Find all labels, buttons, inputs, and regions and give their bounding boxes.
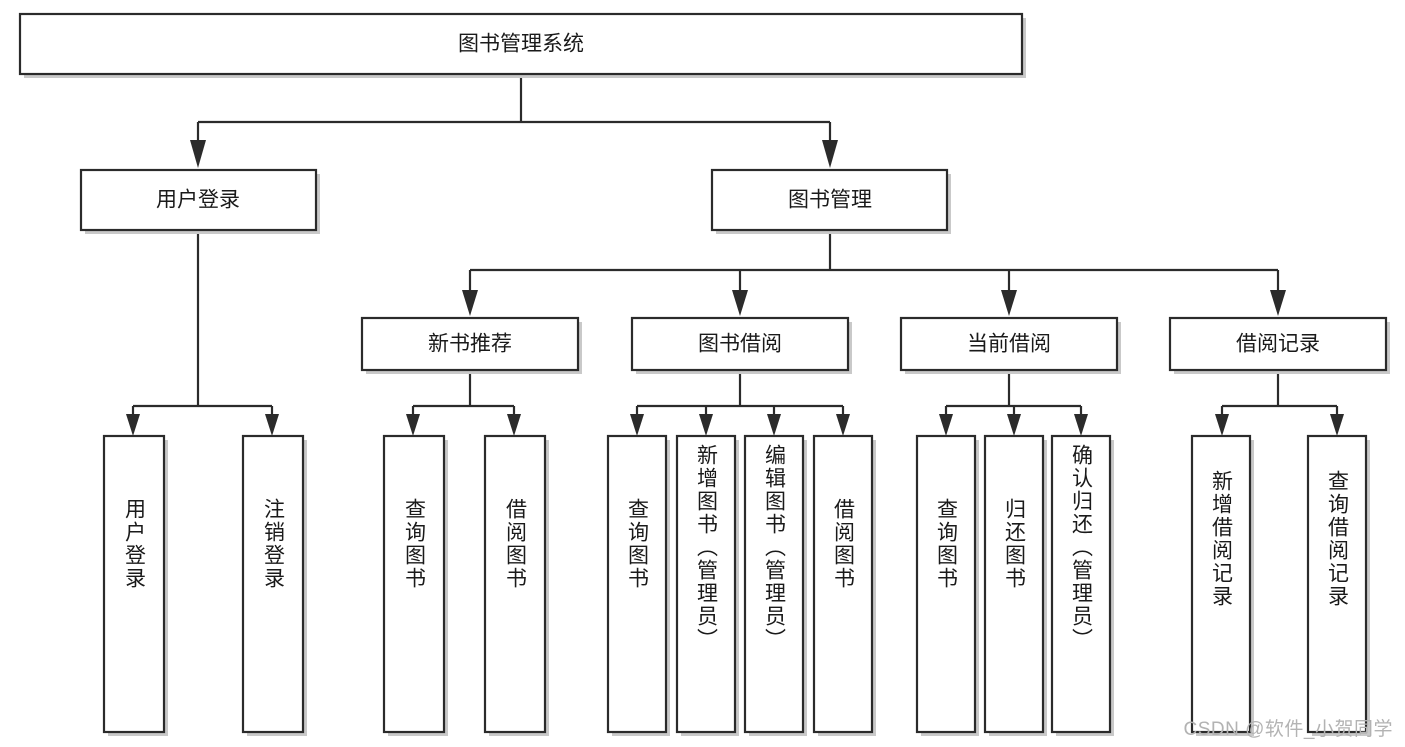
- node-user-login-label: 用户登录: [156, 189, 240, 212]
- node-book-manage-box[interactable]: [710, 168, 949, 232]
- arrow-bb-to-leaf-edit-book: [767, 414, 781, 436]
- leaf-add-record-box[interactable]: [1190, 434, 1252, 734]
- leaf-user-login-box[interactable]: [102, 434, 166, 734]
- arrow-bb-to-leaf-query-book-2: [630, 414, 644, 436]
- csdn-watermark: CSDN @软件_小贺同学: [1183, 719, 1393, 740]
- leaf-add-book-box[interactable]: [675, 434, 737, 734]
- node-book-manage-label: 图书管理: [788, 189, 872, 212]
- arrow-bb-to-leaf-borrow-book-2: [836, 414, 850, 436]
- arrow-nbr-to-leaf-query-book-1: [406, 414, 420, 436]
- node-book-borrow[interactable]: 图书借阅: [630, 316, 852, 374]
- leaf-confirm-return-box[interactable]: [1050, 434, 1112, 734]
- arrow-ul-to-leaf-logout: [265, 414, 279, 436]
- node-borrow-record[interactable]: 借阅记录: [1168, 316, 1390, 374]
- arrow-br-to-leaf-add-record: [1215, 414, 1229, 436]
- arrow-bm-to-current-borrow: [1001, 290, 1017, 316]
- node-root[interactable]: 图书管理系统: [18, 12, 1026, 78]
- arrow-br-to-leaf-query-record: [1330, 414, 1344, 436]
- leaf-query-record-box[interactable]: [1306, 434, 1368, 734]
- arrow-ul-to-leaf-user-login: [126, 414, 140, 436]
- node-user-login-box[interactable]: [79, 168, 318, 232]
- arrow-cb-to-leaf-return-book: [1007, 414, 1021, 436]
- node-book-borrow-box[interactable]: [630, 316, 850, 372]
- arrow-nbr-to-leaf-borrow-book-1: [507, 414, 521, 436]
- leaf-query-book-2-box[interactable]: [606, 434, 668, 734]
- node-borrow-record-label: 借阅记录: [1236, 333, 1320, 356]
- node-book-borrow-label: 图书借阅: [698, 333, 782, 356]
- connector-group-user-login: [126, 234, 279, 436]
- node-current-borrow-box[interactable]: [899, 316, 1119, 372]
- node-new-book-recommend-label: 新书推荐: [428, 333, 512, 356]
- arrow-cb-to-leaf-query-book-3: [939, 414, 953, 436]
- leaf-return-book-box[interactable]: [983, 434, 1045, 734]
- leaf-edit-book-box[interactable]: [743, 434, 805, 734]
- arrow-bm-to-new-book-recommend: [462, 290, 478, 316]
- node-root-label: 图书管理系统: [458, 33, 584, 56]
- leaf-borrow-book-1-box[interactable]: [483, 434, 547, 734]
- leaf-borrow-book-2-box[interactable]: [812, 434, 874, 734]
- arrow-bb-to-leaf-add-book: [699, 414, 713, 436]
- node-new-book-recommend-box[interactable]: [360, 316, 580, 372]
- arrow-root-to-book-manage: [822, 140, 838, 168]
- arrow-root-to-user-login: [190, 140, 206, 168]
- node-current-borrow[interactable]: 当前借阅: [899, 316, 1121, 374]
- leaf-query-book-1-box[interactable]: [382, 434, 446, 734]
- arrow-cb-to-leaf-confirm-return: [1074, 414, 1088, 436]
- arrow-bm-to-borrow-record: [1270, 290, 1286, 316]
- connector-group-new-book-recommend: [406, 374, 521, 436]
- node-current-borrow-label: 当前借阅: [967, 333, 1051, 356]
- arrow-bm-to-book-borrow: [732, 290, 748, 316]
- leaf-logout-box[interactable]: [241, 434, 305, 734]
- connector-group-book-borrow: [630, 374, 850, 436]
- leaf-boxes: [102, 434, 1370, 736]
- connector-group-borrow-record: [1215, 374, 1344, 436]
- node-borrow-record-box[interactable]: [1168, 316, 1388, 372]
- node-user-login[interactable]: 用户登录: [79, 168, 320, 234]
- node-root-box[interactable]: [18, 12, 1024, 76]
- node-book-manage[interactable]: 图书管理: [710, 168, 951, 234]
- node-new-book-recommend[interactable]: 新书推荐: [360, 316, 582, 374]
- connector-group-current-borrow: [939, 374, 1088, 436]
- connector-group-root: [190, 76, 838, 168]
- leaf-query-book-3-box[interactable]: [915, 434, 977, 734]
- connector-group-book-manage: [462, 234, 1286, 316]
